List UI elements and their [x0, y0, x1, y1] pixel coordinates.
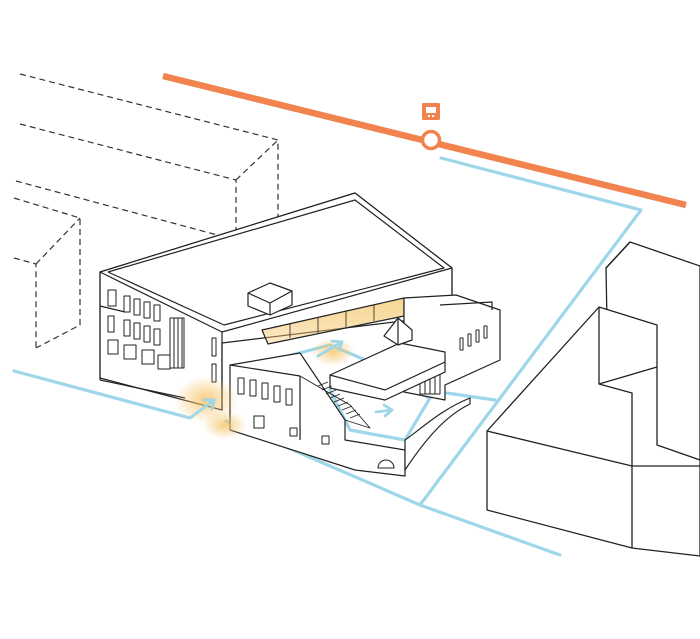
metro-station-icon: [422, 103, 440, 120]
pedestrian-route-east: [438, 390, 497, 402]
south-facade-windows: [237, 377, 395, 469]
entry-arrow-icon: [188, 398, 216, 420]
west-facade-windows: [107, 289, 217, 383]
neighbouring-blocks: [486, 241, 700, 557]
entry-glows: [174, 338, 355, 439]
entry-glow-courtyard: [311, 338, 355, 366]
transit-stop-marker: [420, 129, 442, 151]
exterior-stair: [299, 375, 371, 429]
ghost-building-lower: [15, 180, 237, 241]
entry-glow-south: [203, 411, 247, 439]
entry-arrow-icon: [316, 339, 344, 358]
main-building: [99, 192, 501, 477]
entry-arrow-icon: [374, 403, 394, 418]
transit-stop: [420, 103, 442, 151]
courtyard-canopy: [404, 397, 471, 471]
neighbour-block-front: [486, 306, 700, 557]
ghost-building-upper: [19, 73, 279, 231]
pedestrian-route-north: [418, 156, 643, 557]
ghost-building-left: [13, 197, 81, 349]
ghost-buildings: [13, 73, 279, 349]
pedestrian-route-west: [12, 369, 192, 420]
entry-arrows: [188, 339, 394, 420]
roof-structure: [247, 282, 293, 316]
ghost-building-upper-inner: [19, 123, 237, 240]
